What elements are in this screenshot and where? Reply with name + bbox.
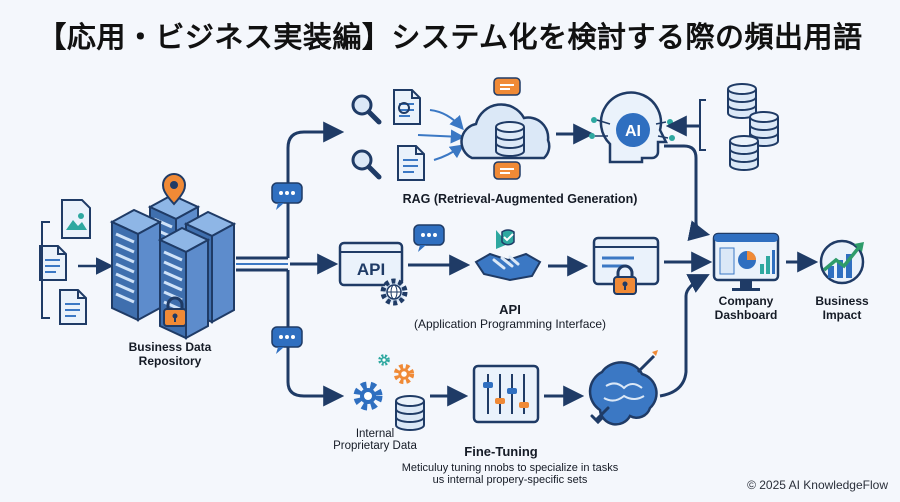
repository-label: Business Data Repository (80, 340, 260, 368)
impact-label: Business Impact (800, 294, 884, 322)
internal-data-label-line2: Proprietary Data (333, 440, 417, 452)
orange-chat-icon (493, 161, 521, 180)
search-icon (353, 151, 379, 177)
dashboard-icon (712, 232, 780, 291)
server-repository-icon (110, 173, 236, 340)
repository-label-line2: Repository (138, 354, 202, 368)
orange-chat-icon (493, 77, 521, 96)
api-label: API (Application Programming Interface) (380, 302, 640, 331)
database-icon (729, 135, 759, 171)
rag-label: RAG (Retrieval-Augmented Generation) (402, 192, 638, 206)
fine-tuning-desc-line1: Meticuluy tuning nnobs to specialize in … (401, 462, 619, 474)
image-doc-icon (61, 199, 91, 239)
api-label-line1: API (499, 302, 521, 317)
database-icon (727, 83, 757, 119)
sliders-icon (472, 364, 540, 424)
brain-tuning-icon (588, 350, 658, 426)
dashboard-label-line2: Dashboard (714, 308, 778, 322)
dashboard-label-line1: Company (718, 294, 774, 308)
gear-icon (396, 366, 411, 381)
input-documents (39, 199, 114, 325)
growth-chart-icon (819, 239, 865, 285)
ai-text: AI (625, 123, 641, 140)
fine-tuning-label: Fine-Tuning (464, 444, 538, 459)
text-doc-icon (59, 289, 87, 325)
api-label-line2: (Application Programming Interface) (413, 317, 607, 331)
page-title: 【応用・ビジネス実装編】システム化を検討する際の頻出用語 (37, 20, 863, 54)
fine-tuning-desc-line2: us internal propery-specific sets (432, 474, 588, 486)
fine-tuning-section (357, 274, 710, 431)
chat-bubble-icon (413, 224, 445, 253)
repository-label-line1: Business Data (128, 340, 212, 354)
globe-gear-icon (380, 278, 408, 306)
rag-section: AI (353, 77, 779, 241)
copyright: © 2025 AI KnowledgeFlow (747, 478, 888, 492)
text-doc-icon (39, 245, 67, 281)
api-section: API (338, 224, 713, 306)
database-icon (395, 395, 425, 431)
search-icon (353, 96, 379, 122)
handshake-icon (474, 229, 542, 282)
branch-connectors (236, 121, 345, 407)
api-window-icon: API (338, 241, 404, 287)
fine-tuning-description: Meticuluy tuning nnobs to specialize in … (360, 462, 660, 486)
gear-icon (357, 385, 379, 407)
impact-label-line1: Business (815, 294, 869, 308)
ai-brain-icon: AI (589, 91, 675, 164)
document-icon (393, 89, 421, 125)
cloud-database-icon (460, 103, 551, 160)
impact-label-line2: Impact (822, 308, 862, 322)
internal-data-label: Internal Proprietary Data (320, 428, 430, 452)
location-pin-icon (161, 173, 187, 206)
internal-data-label-line1: Internal (355, 428, 395, 440)
api-badge-text: API (357, 260, 385, 279)
dashboard-label: Company Dashboard (700, 294, 792, 322)
gear-icon (378, 354, 390, 366)
document-icon (397, 145, 425, 181)
